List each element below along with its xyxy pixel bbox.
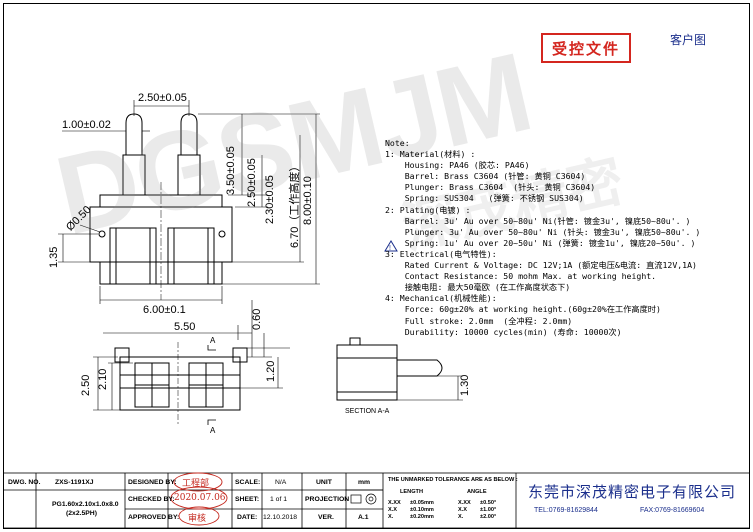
section-label: SECTION A-A xyxy=(345,408,390,415)
dim-plunger-ext: 3.50±0.05 xyxy=(225,146,237,195)
sheet-value: 1 of 1 xyxy=(270,496,288,503)
company-fax: FAX:0769-81669604 xyxy=(640,507,705,514)
note-line: Note: xyxy=(385,138,410,148)
dim-plunger-dia: 1.00±0.02 xyxy=(62,119,111,131)
dim-total-height: 8.00±0.10 xyxy=(302,176,314,225)
desc-line1: PG1.60x2.10x1.0x8.0 xyxy=(52,501,119,508)
note-line: Plunger: 3u' Au over 50~80u' Ni (针头: 镀金3… xyxy=(385,226,701,237)
svg-text:!: ! xyxy=(389,245,391,252)
note-line: Spring: SUS304 (弹簧: 不锈钢 SUS304) xyxy=(385,193,584,204)
scale-value: N/A xyxy=(275,479,287,486)
bottom-view-dims xyxy=(93,333,290,411)
angle-label: ANGLE xyxy=(467,489,487,495)
projection-label: PROJECTION xyxy=(305,496,350,503)
notes-block: Note: 1: Material(材料) : Housing: PA46 (胶… xyxy=(385,138,700,338)
checked-signature: 2020.07.06 xyxy=(174,493,226,503)
dim-0-60: 0.60 xyxy=(251,308,263,330)
note-line: 1: Material(材料) : xyxy=(385,149,476,160)
designed-label: DESIGNED BY: xyxy=(128,479,177,486)
controlled-document-stamp: 受控文件 xyxy=(541,33,631,63)
dim-b120: 1.20 xyxy=(265,360,277,382)
dimension-lines xyxy=(58,105,320,357)
angle-tolerance-table: X.XX±0.50° X.X±1.00° X.±2.00° xyxy=(458,500,497,520)
desc-line2: (2x2.5PH) xyxy=(66,510,97,517)
note-line: 接触电阻: 最大50毫欧 (在工作高度状态下) xyxy=(385,282,571,293)
ver-label: VER. xyxy=(318,514,334,521)
checked-label: CHECKED BY: xyxy=(128,496,175,503)
note-line: Contact Resistance: 50 mohm Max. at work… xyxy=(385,271,657,282)
note-line: Barrel: 3u' Au over 50~80u' Ni(针管: 镀金3u'… xyxy=(385,215,691,226)
note-line: Full stroke: 2.0mm (全冲程: 2.0mm) xyxy=(385,315,573,326)
dim-width: 6.00±0.1 xyxy=(143,304,186,316)
plunger-right xyxy=(180,113,198,155)
dim-a250: 2.50±0.05 xyxy=(246,158,258,207)
designed-signature: 工程部 xyxy=(182,479,210,489)
ver-value: A.1 xyxy=(358,514,369,521)
section-view xyxy=(336,337,463,401)
projection-symbol-icon xyxy=(350,493,377,505)
note-line: Force: 60g±20% at working height.(60g±20… xyxy=(385,304,661,315)
mount-hole-left xyxy=(98,230,106,238)
unit-value: mm xyxy=(358,479,371,486)
dim-pitch: 2.50±0.05 xyxy=(138,92,187,104)
note-line: Barrel: Brass C3604 (针管: 黄铜 C3604) xyxy=(385,171,586,182)
warning-triangle-icon xyxy=(384,240,398,252)
company-name: 东莞市深茂精密电子有限公司 xyxy=(528,483,737,501)
length-label: LENGTH xyxy=(400,489,423,495)
barrel-left xyxy=(122,154,146,196)
note-line: 3: Electrical(电气特性): xyxy=(385,248,497,259)
date-value: 12.10.2018 xyxy=(263,514,298,521)
signature-circle-checked xyxy=(170,486,228,510)
dim-1-35: 1.35 xyxy=(48,246,60,268)
title-block-grid xyxy=(3,472,750,529)
plunger-left xyxy=(125,113,143,155)
dim-5-50: 5.50 xyxy=(174,321,196,333)
dim-b210: 2.10 xyxy=(97,368,109,390)
approved-signature: 审核 xyxy=(188,514,207,524)
signature-circle-designed xyxy=(173,472,223,492)
dim-b250: 2.50 xyxy=(80,374,92,396)
scale-label: SCALE: xyxy=(235,479,261,486)
note-line: 4: Mechanical(机械性能): xyxy=(385,293,497,304)
signature-circle-approved xyxy=(178,506,220,526)
bottom-view xyxy=(114,342,248,425)
sheet-label: SHEET: xyxy=(235,496,260,503)
barrel-right xyxy=(177,154,201,196)
note-line: Durability: 10000 cycles(min) (寿命: 10000… xyxy=(385,326,622,337)
section-mark-bottom: A xyxy=(210,426,216,435)
dim-s130: 1.30 xyxy=(459,374,471,396)
note-line: Rated Current & Voltage: DC 12V;1A (额定电压… xyxy=(385,260,697,271)
company-tel: TEL:0769-81629844 xyxy=(534,507,598,514)
dim-a230: 2.30±0.05 xyxy=(264,175,276,224)
tolerance-title: THE UNMARKED TOLERANCE ARE AS BELOW : xyxy=(388,477,518,483)
dwg-no: ZXS-1191XJ xyxy=(55,479,94,486)
unit-label: UNIT xyxy=(316,479,332,486)
approved-label: APPROVED BY: xyxy=(128,514,180,521)
note-line: Plunger: Brass C3604 (针头: 黄铜 C3604) xyxy=(385,182,596,193)
dwg-no-label: DWG. NO. xyxy=(8,479,41,486)
dim-work-height: 6.70（工作高度） xyxy=(289,160,301,248)
drawing-border xyxy=(3,3,750,529)
length-tolerance-table: X.XX±0.05mm X.X±0.10mm X.±0.20mm xyxy=(388,500,434,520)
customer-drawing-label: 客户图 xyxy=(670,33,707,47)
front-view xyxy=(89,100,233,300)
date-label: DATE: xyxy=(237,514,258,521)
note-line: Housing: PA46 (胶芯: PA46) xyxy=(385,160,530,171)
note-line: Spring: 1u' Au over 20~50u' Ni (弹簧: 镀金1u… xyxy=(385,237,696,248)
section-mark-top: A xyxy=(210,336,216,345)
mount-hole-right xyxy=(218,230,226,238)
note-line: 2: Plating(电镀) : xyxy=(385,204,471,215)
